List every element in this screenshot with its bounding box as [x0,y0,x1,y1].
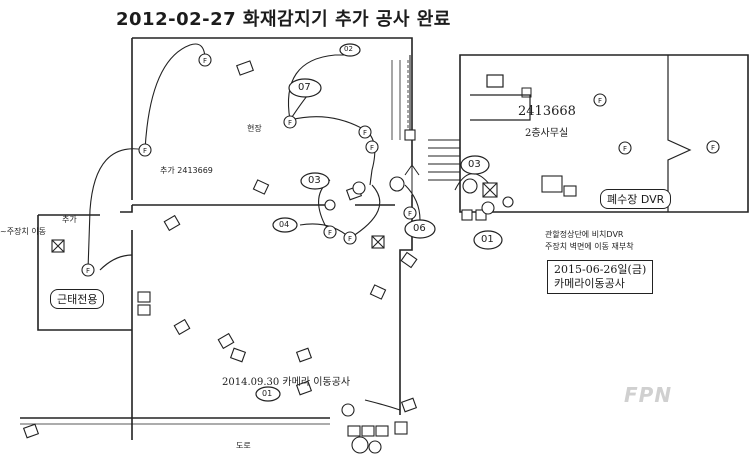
marker-02: 02 [344,45,353,53]
fire-detector-label: F [288,119,292,127]
marker-07: 07 [298,82,311,93]
site-label: 현장 [247,124,262,133]
move-2015-box: 2015-06-26일(금) 카메라이동공사 [547,260,654,294]
fire-detector-icon [403,206,417,220]
equipment-icon [394,421,408,435]
road-label: 도로 [236,441,251,450]
camera-move-2014: 2014.09.30 카메라 이동공사 [222,377,351,388]
equipment-icon [236,60,254,76]
marker-01-right: 01 [481,234,494,245]
dvr-note-1: 관할정상단에 비치DVR [545,230,624,239]
fire-detector-label: F [711,144,715,152]
marker-oval [288,78,322,98]
equipment-icon [252,179,270,195]
fire-detector-icon [593,93,607,107]
marker-oval [255,386,281,402]
move-2015-desc: 카메라이동공사 [554,277,625,290]
fire-detector-label: F [363,129,367,137]
equipment-icon [229,347,247,363]
left-room-door [99,254,133,271]
equipment-icon [137,304,151,316]
marker-oval [339,43,361,57]
marker-06: 06 [413,223,426,234]
fire-detector-label: F [408,210,412,218]
marker-03-right: 03 [468,159,481,170]
fire-detector-icon [706,140,720,154]
marker-04: 04 [279,220,290,229]
fire-detector-label: F [143,147,147,155]
fire-detector-label: F [370,144,374,152]
equipment-icon [137,291,151,303]
fire-detector-icon [198,53,212,67]
fire-detector-icon [81,263,95,277]
stairs [428,139,460,181]
equipment-icon [541,175,563,193]
left-added-label: 추가 [62,215,77,224]
equipment-icon [22,423,40,439]
added-number: 추가 2413669 [160,166,213,175]
fire-detector-label: F [598,97,602,105]
equipment-icon [173,318,191,336]
marker-oval [300,172,330,190]
attendance-label: 근태전용 [50,289,105,309]
equipment-icon [163,214,181,232]
fire-detector-icon [358,125,372,139]
equipment-icon [563,185,577,197]
equipment-icon [295,380,313,396]
equipment-icon [361,425,375,437]
marker-oval [404,219,436,239]
equipment-icon [369,284,387,300]
marker-oval [473,230,503,250]
marker-01-bottom: 01 [262,389,273,398]
fire-detector-label: F [348,235,352,243]
main-wall-left-lower [120,205,133,440]
fire-detector-icon [323,225,337,239]
left-room-label: ~주장치 이동 [0,227,47,236]
office-number: 2413668 [518,104,576,119]
equipment-icon [295,347,313,363]
equipment-icon [375,425,389,437]
fire-detector-label: F [86,267,90,275]
equipment-icon [400,251,418,269]
marker-03-mid: 03 [308,175,321,186]
fire-detector-label: F [623,145,627,153]
fire-detector-label: F [328,229,332,237]
drawing-title: 2012-02-27 화재감지기 추가 공사 완료 [116,9,451,30]
dvr-label: 폐수장 DVR [600,189,672,209]
equipment-icon [461,209,473,221]
equipment-icon [475,209,487,221]
main-wall-top [131,37,413,200]
equipment-icon [217,332,235,350]
equipment-icon [400,397,418,413]
fire-detector-icon [343,231,357,245]
equipment-icon [347,425,361,437]
fire-detector-label: F [203,57,207,65]
marker-oval [272,217,298,233]
equipment-icon [404,129,416,141]
fire-detector-icon [138,143,152,157]
office-outline [459,54,749,213]
move-2015-date: 2015-06-26일(금) [554,263,647,276]
fpn-watermark: FPN [624,383,673,407]
dvr-note-2: 주장치 벽면에 이동 재부착 [545,242,634,251]
fire-detector-icon [618,141,632,155]
marker-oval [460,155,490,175]
fire-detector-icon [283,115,297,129]
fire-detector-icon [365,140,379,154]
office-name: 2층사무실 [525,128,569,139]
